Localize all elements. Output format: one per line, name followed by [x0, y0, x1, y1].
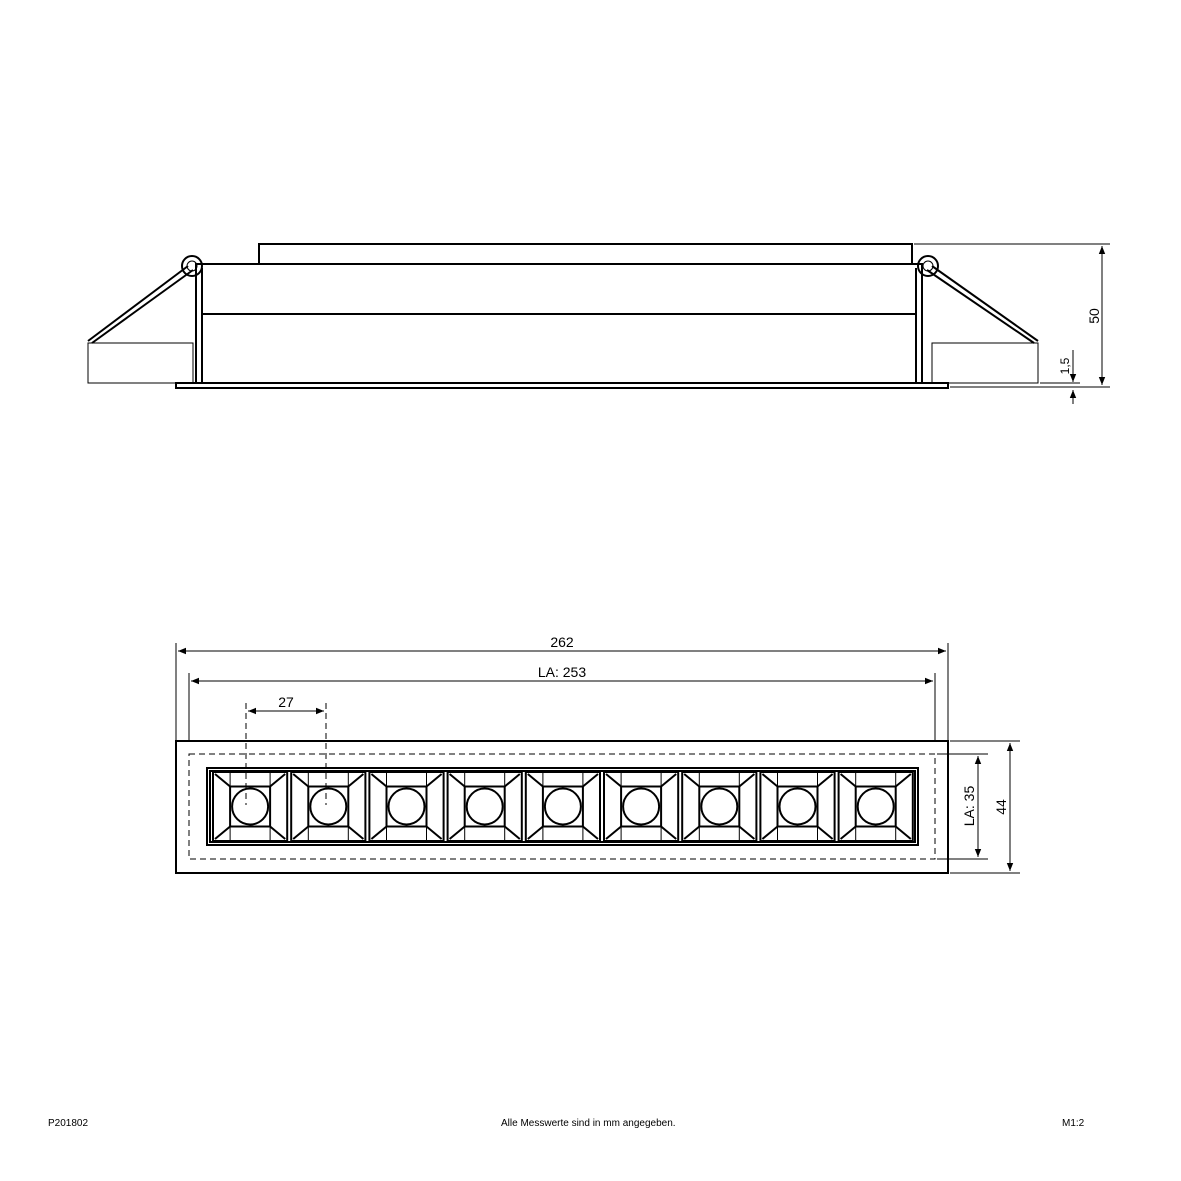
led-module: [290, 771, 367, 842]
overall-width-label: 44: [993, 799, 1009, 815]
ceiling-right: [931, 342, 1039, 384]
dimension-flange: 1,5: [1040, 350, 1080, 404]
dimension-cutout-length: LA: 253: [191, 664, 933, 685]
led-lens-icon: [309, 787, 348, 826]
led-lens-icon: [622, 787, 661, 826]
led-module: [837, 771, 914, 842]
led-module: [212, 771, 289, 842]
cutout-outline: [188, 753, 936, 860]
scale-label: M1:2: [1062, 1118, 1085, 1129]
dimension-overall-width: 44: [993, 743, 1014, 871]
dimension-height: 50: [914, 243, 1110, 388]
spring-clip-left: [87, 255, 203, 344]
led-module: [681, 771, 758, 842]
led-lens-icon: [778, 787, 817, 826]
led-module: [446, 771, 523, 842]
led-lens-icon: [856, 787, 895, 826]
led-modules: [212, 771, 914, 842]
led-lens-icon: [543, 787, 582, 826]
led-module: [524, 771, 601, 842]
overall-length-label: 262: [550, 634, 574, 650]
led-lens-icon: [465, 787, 504, 826]
spring-clip-right: [917, 255, 1039, 344]
led-module: [368, 771, 445, 842]
ceiling-left: [87, 342, 194, 384]
dimension-module-pitch: 27: [248, 694, 324, 715]
led-module: [759, 771, 836, 842]
flange-thickness-label: 1,5: [1058, 357, 1072, 374]
module-pitch-label: 27: [278, 694, 294, 710]
cutout-width-label: LA: 35: [961, 786, 977, 827]
article-number: P201802: [48, 1118, 89, 1129]
cutout-length-label: LA: 253: [538, 664, 586, 680]
top-view: 262 LA: 253 27 LA: 35 44: [175, 634, 1020, 874]
led-lens-icon: [231, 787, 270, 826]
measurement-note: Alle Messwerte sind in mm angegeben.: [501, 1118, 676, 1129]
top-housing: [258, 243, 913, 265]
dimension-overall-length: 262: [178, 634, 946, 655]
led-module: [603, 771, 680, 842]
outer-frame: [175, 740, 949, 874]
flange: [175, 382, 949, 389]
led-module-frame: [206, 767, 919, 846]
dimension-cutout-width: LA: 35: [961, 756, 982, 857]
main-body: [195, 263, 923, 384]
height-label: 50: [1086, 308, 1102, 324]
led-lens-icon: [387, 787, 426, 826]
side-view: 50 1,5: [87, 243, 1110, 404]
led-lens-icon: [700, 787, 739, 826]
